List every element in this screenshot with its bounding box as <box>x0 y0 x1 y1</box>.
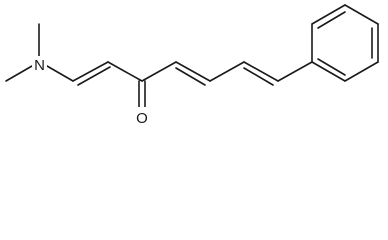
ring-bond-5 <box>344 61 379 82</box>
bond-c6-c7-double <box>243 67 274 86</box>
bond-c1-c2-double <box>77 66 111 86</box>
bond-c7-phenyl <box>277 61 313 82</box>
bond-c2-c3 <box>107 61 143 82</box>
bond-c4-c5 <box>175 61 211 82</box>
bond-c4-c5-double <box>175 67 206 86</box>
ring-bond-6 <box>311 61 346 82</box>
bond-methyl-left <box>5 65 33 82</box>
nitrogen-mask <box>32 56 47 73</box>
bond-c3-c4 <box>141 61 177 82</box>
skeletal-formula: N O <box>5 4 379 127</box>
dimethylamino-group: N <box>5 23 74 82</box>
nitrogen-label: N <box>34 57 45 74</box>
chain <box>72 61 313 112</box>
oxygen-mask <box>134 107 150 126</box>
oxygen-label: O <box>136 110 148 127</box>
ring-bond-2 <box>311 4 346 25</box>
phenyl-ring <box>311 4 379 82</box>
bond-c6-c7 <box>243 61 279 82</box>
bond-c1-c2 <box>72 61 109 82</box>
ring-double-3 <box>317 58 346 76</box>
bond-c5-c6 <box>209 61 245 82</box>
ring-bond-3 <box>344 4 379 25</box>
bond-n-c1 <box>46 65 74 82</box>
ring-double-1 <box>317 11 346 29</box>
